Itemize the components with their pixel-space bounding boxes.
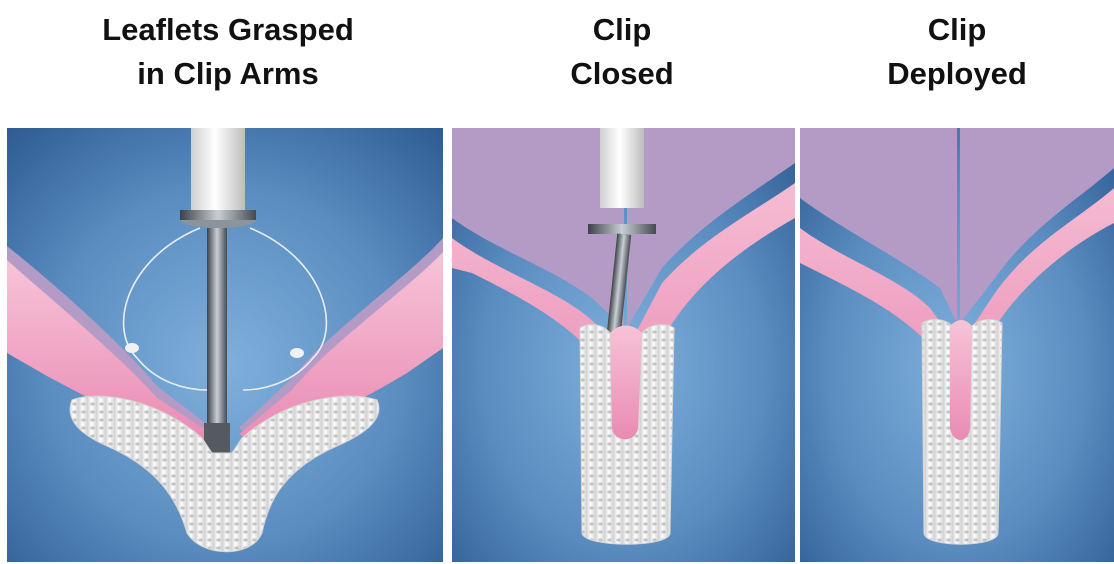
panel-2-title-line-2: Closed — [452, 52, 792, 96]
panel-1-title-line-1: Leaflets Grasped — [18, 8, 438, 52]
panel-3-title: Clip Deployed — [800, 8, 1114, 96]
panel-1-title: Leaflets Grasped in Clip Arms — [18, 8, 438, 96]
catheter-collar-band — [180, 210, 256, 220]
panel-leaflets-grasped — [7, 128, 443, 562]
catheter-tube — [600, 128, 644, 208]
captured-leaflets — [950, 320, 972, 440]
left-gripper-knob — [125, 343, 139, 353]
catheter-collar-band — [588, 224, 656, 234]
panel-1-title-line-2: in Clip Arms — [18, 52, 438, 96]
right-gripper-knob — [290, 348, 304, 358]
panel-3-title-line-2: Deployed — [800, 52, 1114, 96]
catheter-tube — [191, 128, 245, 210]
clip-closed-illustration — [452, 128, 795, 562]
captured-leaflets — [610, 326, 642, 440]
panel-clip-closed — [452, 128, 795, 562]
panel-3-title-line-1: Clip — [800, 8, 1114, 52]
clip-deployed-illustration — [800, 128, 1114, 562]
delivery-shaft — [207, 228, 227, 428]
panel-2-title-line-1: Clip — [452, 8, 792, 52]
panel-2-title: Clip Closed — [452, 8, 792, 96]
panel-clip-deployed — [800, 128, 1114, 562]
leaflets-grasped-illustration — [7, 128, 443, 562]
